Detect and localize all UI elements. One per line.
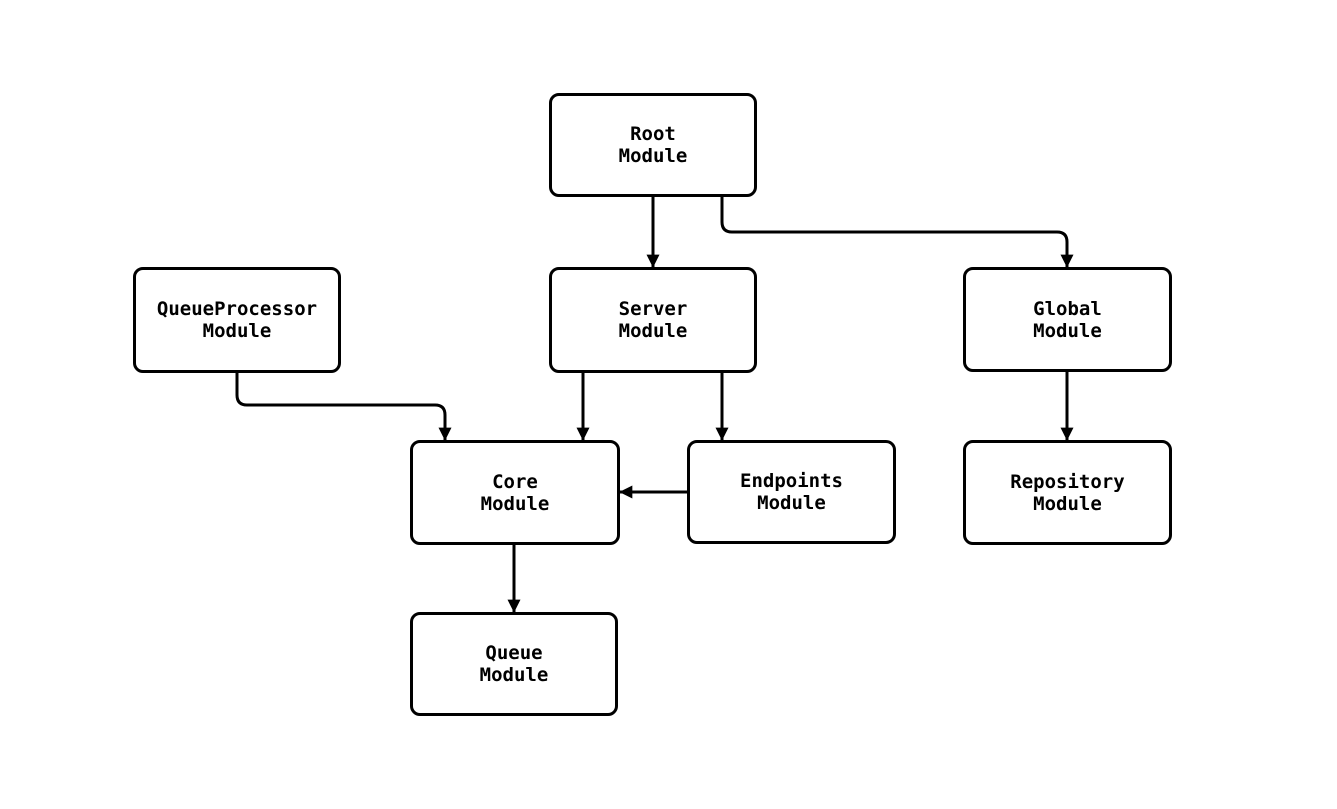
node-root-module: Root Module	[549, 93, 757, 197]
node-label: Global Module	[1033, 297, 1102, 342]
node-endpoints-module: Endpoints Module	[687, 440, 896, 544]
node-label: Root Module	[618, 123, 688, 167]
node-label: QueueProcessor Module	[156, 298, 318, 342]
node-core-module: Core Module	[410, 440, 620, 545]
node-label: Core Module	[480, 470, 550, 515]
node-label: Endpoints Module	[740, 470, 843, 514]
edge-root-to-global	[720, 197, 1074, 268]
edge-queueprocessor-to-core	[235, 373, 452, 441]
node-global-module: Global Module	[963, 267, 1172, 372]
node-repository-module: Repository Module	[963, 440, 1172, 545]
edge-group	[235, 197, 1074, 613]
node-queueprocessor-module: QueueProcessor Module	[133, 267, 341, 373]
node-queue-module: Queue Module	[410, 612, 618, 716]
node-label: Queue Module	[479, 642, 549, 686]
node-server-module: Server Module	[549, 267, 757, 373]
node-label: Repository Module	[1010, 470, 1125, 515]
node-label: Server Module	[618, 298, 688, 342]
